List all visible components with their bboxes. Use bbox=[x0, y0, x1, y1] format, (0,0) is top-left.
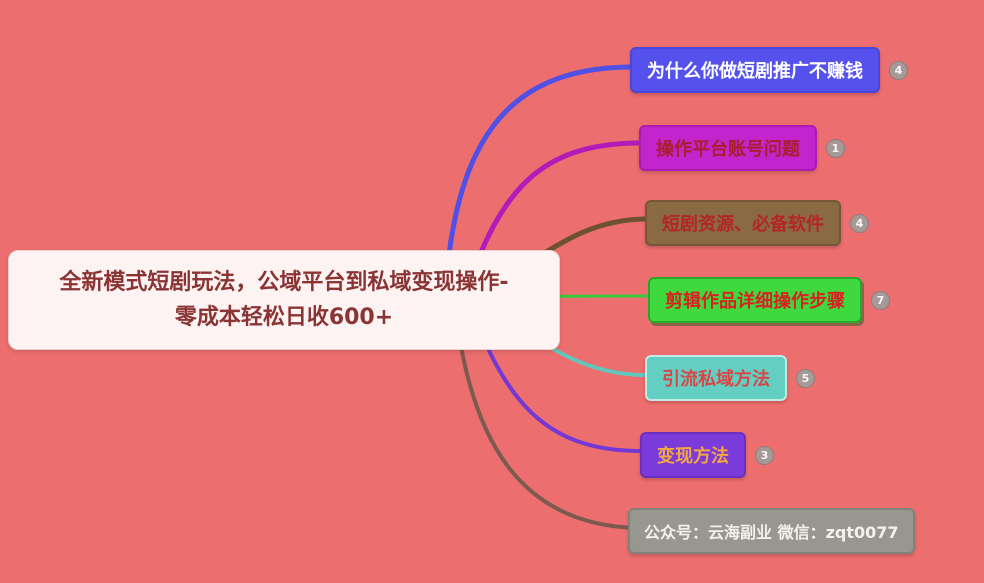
branch-node-monetization-method[interactable]: 变现方法 bbox=[640, 432, 746, 478]
root-topic[interactable]: 全新模式短剧玩法，公域平台到私域变现操作- 零成本轻松日收600+ bbox=[8, 250, 560, 351]
branch-label: 短剧资源、必备软件 bbox=[662, 214, 824, 235]
connector-line-why-no-profit bbox=[442, 64, 633, 298]
branch-node-platform-account-issues[interactable]: 操作平台账号问题 bbox=[639, 125, 817, 171]
branch-private-traffic-method: 引流私域方法 5 bbox=[645, 355, 815, 401]
root-topic-line2: 零成本轻松日收600+ bbox=[174, 305, 394, 331]
branch-label: 公众号：云海副业 微信：zqt0077 bbox=[644, 523, 899, 542]
branch-platform-account-issues: 操作平台账号问题 1 bbox=[639, 125, 845, 171]
branch-resources-software: 短剧资源、必备软件 4 bbox=[645, 200, 869, 246]
collapsed-count-badge[interactable]: 1 bbox=[826, 138, 845, 158]
collapsed-count-badge[interactable]: 5 bbox=[796, 368, 815, 388]
branch-label: 变现方法 bbox=[657, 446, 729, 467]
collapsed-count-badge[interactable]: 4 bbox=[850, 213, 869, 233]
collapsed-count-badge[interactable]: 3 bbox=[755, 445, 774, 465]
root-topic-line1: 全新模式短剧玩法，公域平台到私域变现操作- bbox=[59, 270, 509, 295]
branch-node-editing-steps[interactable]: 剪辑作品详细操作步骤 bbox=[648, 277, 862, 323]
branch-label: 为什么你做短剧推广不赚钱 bbox=[647, 61, 863, 82]
branch-node-private-traffic-method[interactable]: 引流私域方法 bbox=[645, 355, 787, 401]
branch-official-account-contact: 公众号：云海副业 微信：zqt0077 bbox=[628, 508, 915, 554]
connector-line-contact bbox=[453, 303, 647, 531]
branch-node-why-no-profit[interactable]: 为什么你做短剧推广不赚钱 bbox=[630, 47, 880, 93]
branch-label: 剪辑作品详细操作步骤 bbox=[665, 291, 845, 312]
collapsed-count-badge[interactable]: 7 bbox=[871, 290, 890, 310]
branch-monetization-method: 变现方法 3 bbox=[640, 432, 774, 478]
branch-editing-steps: 剪辑作品详细操作步骤 7 bbox=[648, 277, 890, 323]
branch-label: 操作平台账号问题 bbox=[656, 139, 800, 160]
branch-why-no-profit: 为什么你做短剧推广不赚钱 4 bbox=[630, 47, 908, 93]
collapsed-count-badge[interactable]: 4 bbox=[889, 60, 908, 80]
branch-node-official-account-contact[interactable]: 公众号：云海副业 微信：zqt0077 bbox=[628, 508, 915, 554]
branch-label: 引流私域方法 bbox=[662, 369, 770, 390]
branch-node-resources-software[interactable]: 短剧资源、必备软件 bbox=[645, 200, 841, 246]
